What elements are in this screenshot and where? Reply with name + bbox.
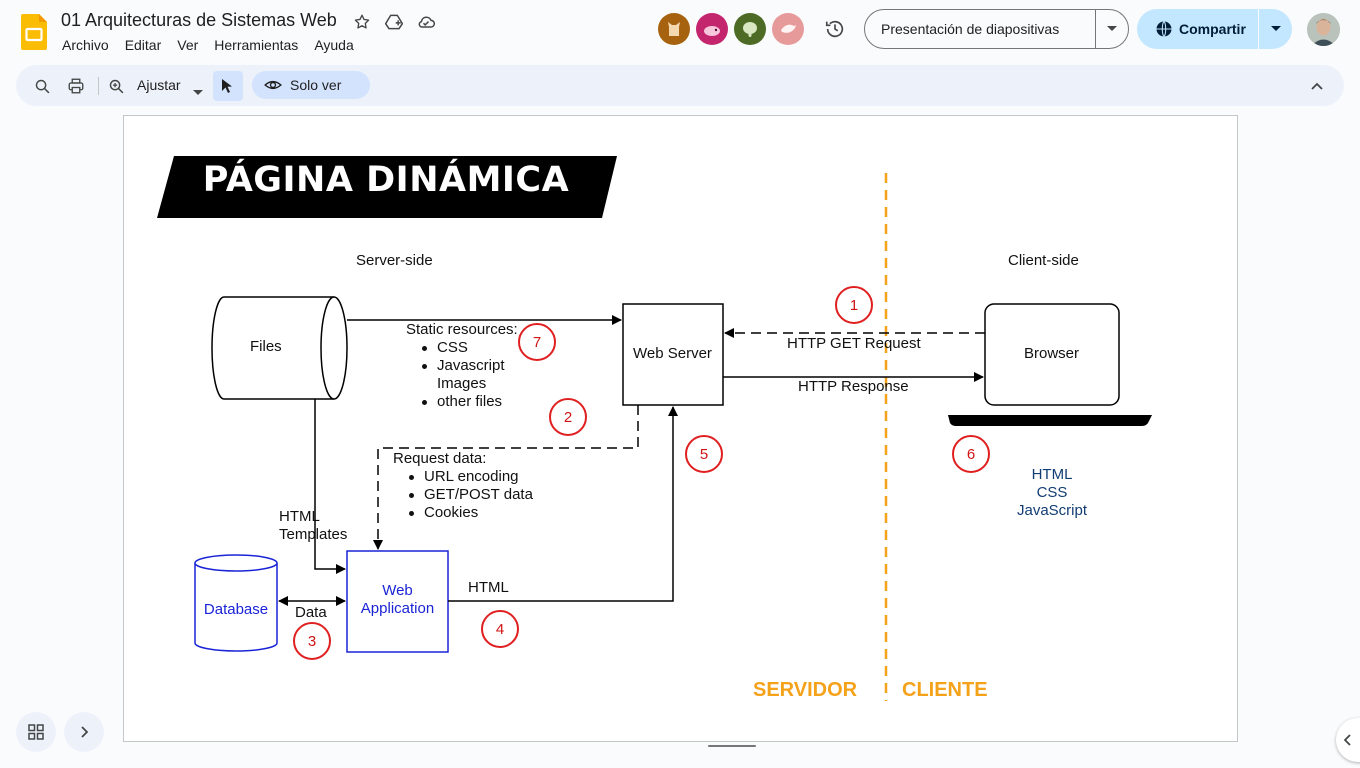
slide-title: PÁGINA DINÁMICA [202,160,570,200]
client-side-label: Client-side [1008,252,1079,269]
step-6-badge: 6 [952,435,990,473]
database-label: Database [203,601,269,618]
slideshow-control: Presentación de diapositivas [864,9,1129,49]
web-application-label-2: Application [360,600,435,617]
menu-ayuda[interactable]: Ayuda [314,37,354,53]
request-data-list: URL encoding GET/POST data Cookies [405,468,533,522]
cat-avatar-icon[interactable] [658,13,690,45]
chevron-right-icon[interactable] [64,712,104,752]
zoom-dropdown-icon[interactable] [193,83,203,101]
hedgehog-avatar-icon[interactable] [696,13,728,45]
menu-editar[interactable]: Editar [124,37,162,53]
diagram-lines [157,156,1152,701]
step-1-badge: 1 [835,286,873,324]
document-title[interactable]: 01 Arquitecturas de Sistemas Web [61,10,337,30]
toolbar-separator [98,77,99,95]
view-mode-chip[interactable]: Solo ver [252,71,370,99]
title-banner [157,156,617,218]
eye-icon [264,80,282,90]
request-data-arrow [373,405,639,550]
share-divider [1258,9,1259,49]
files-cylinder [211,296,348,400]
html-templates-arrow [314,399,346,574]
grid-view-icon[interactable] [16,712,56,752]
database-cylinder [194,554,278,652]
bird-avatar-icon[interactable] [772,13,804,45]
slideshow-button[interactable]: Presentación de diapositivas [881,21,1060,37]
client-tech-css: CSS [1036,484,1068,501]
filmstrip-resize-handle[interactable] [708,745,756,747]
list-item: URL encoding [405,468,533,486]
step-7-badge: 7 [518,323,556,361]
account-avatar[interactable] [1307,13,1340,46]
version-history-icon[interactable] [821,15,849,43]
zoom-icon[interactable] [104,74,128,98]
share-label: Compartir [1179,21,1246,37]
chevron-up-icon[interactable] [1306,75,1328,97]
client-tech-html: HTML [1031,466,1073,483]
share-control: Compartir [1137,9,1292,49]
step-2-badge: 2 [549,398,587,436]
browser-label: Browser [1024,345,1080,362]
view-mode-label: Solo ver [290,77,342,93]
static-resources-title: Static resources: [406,321,518,338]
servidor-label: SERVIDOR [753,679,858,701]
step-5-badge: 5 [685,435,723,473]
star-icon[interactable] [351,11,373,33]
globe-icon [1156,21,1172,37]
list-item: other files [418,393,505,411]
html-output-arrow [448,406,678,602]
search-icon[interactable] [30,74,54,98]
menu-ver[interactable]: Ver [177,37,199,53]
list-item: Images [437,375,487,392]
web-application-box [346,550,449,653]
slides-logo-icon[interactable] [21,14,47,50]
laptop-base [948,415,1152,426]
static-resources-list: CSS Javascript Images other files [418,339,505,411]
elephant-avatar-icon[interactable] [734,13,766,45]
http-response-label: HTTP Response [798,378,909,395]
list-item: CSS [418,339,505,357]
chevron-left-icon[interactable] [1336,718,1360,762]
slideshow-divider [1095,10,1096,48]
slide-canvas: PÁGINA DINÁMICA Server-side Client-side … [123,115,1238,742]
menu-bar: Archivo Editar Ver Herramientas Ayuda [54,36,362,54]
menu-archivo[interactable]: Archivo [62,37,109,53]
server-side-label: Server-side [356,252,433,269]
step-4-badge: 4 [481,610,519,648]
cloud-saved-icon[interactable] [415,11,437,33]
cliente-label: CLIENTE [902,679,988,701]
view-toolbar: Ajustar Solo ver [16,65,1344,106]
web-application-label-1: Web [382,582,413,599]
html-templates-label-2: Templates [279,526,348,543]
html-label: HTML [468,579,509,596]
step-3-badge: 3 [293,622,331,660]
move-to-drive-icon[interactable] [383,11,405,33]
web-server-box [622,303,724,406]
share-button[interactable]: Compartir [1137,9,1258,49]
select-cursor-icon[interactable] [213,71,243,101]
data-label: Data [295,604,327,621]
slideshow-options-icon[interactable] [1096,10,1128,48]
client-tech-javascript: JavaScript [1016,502,1088,519]
print-icon[interactable] [64,74,88,98]
list-item: GET/POST data [405,486,533,504]
app-header: 01 Arquitecturas de Sistemas Web Archivo… [0,0,1360,62]
list-item: Javascript [418,357,505,375]
web-server-label: Web Server [633,345,712,362]
http-get-label: HTTP GET Request [787,335,921,352]
title-actions [351,11,437,33]
browser-box [984,303,1120,406]
html-templates-label-1: HTML [279,508,320,525]
request-data-title: Request data: [393,450,487,467]
zoom-select[interactable]: Ajustar [137,77,181,93]
share-options-icon[interactable] [1259,26,1292,32]
files-label: Files [250,338,282,355]
menu-herramientas[interactable]: Herramientas [214,37,299,53]
list-item: Cookies [405,504,533,522]
